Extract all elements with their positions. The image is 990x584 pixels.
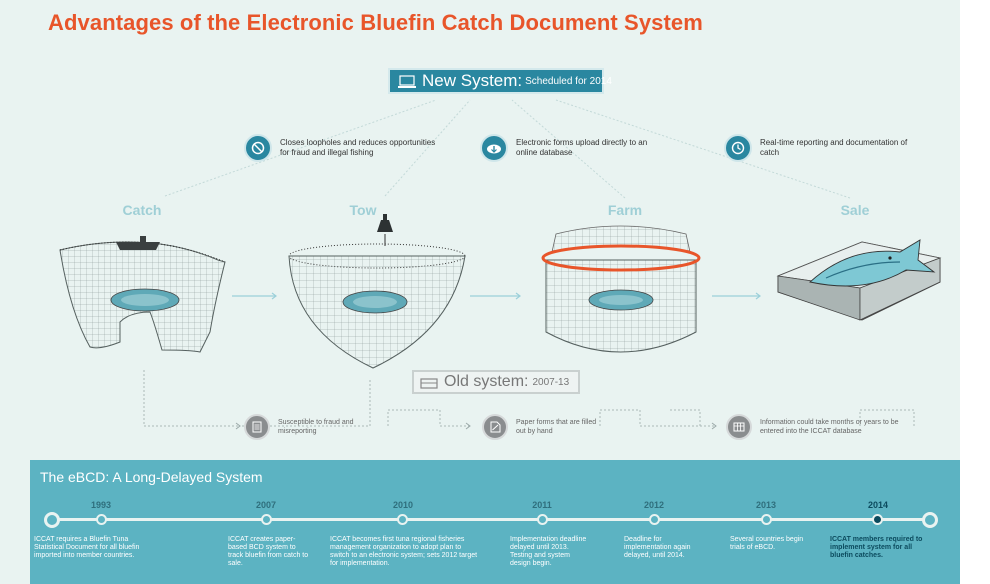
new-feature-text: Real-time reporting and documentation of… [760, 138, 908, 157]
timeline-line [52, 518, 932, 521]
timeline-start-dot [44, 512, 60, 528]
timeline-event-text: ICCAT becomes first tuna regional fisher… [330, 536, 478, 567]
new-system-sub: Scheduled for 2014 [525, 75, 612, 87]
timeline-title: The eBCD: A Long-Delayed System [40, 469, 263, 485]
new-feature-text: Closes loopholes and reduces opportuniti… [280, 138, 436, 157]
farm-pen-illustration [541, 225, 701, 353]
timeline-event-text: ICCAT creates paper-based BCD system to … [228, 536, 309, 567]
timeline-dot [397, 514, 408, 525]
stage-label-catch: Catch [122, 202, 162, 218]
cloud-upload-icon [480, 134, 508, 162]
old-system-box: Old system: 2007-13 [412, 370, 580, 394]
new-feature-3: Real-time reporting and documentation of… [724, 134, 920, 162]
database-icon [726, 414, 752, 440]
clock-icon [724, 134, 752, 162]
old-system-sub: 2007-13 [532, 376, 570, 388]
paper-tray-icon [420, 376, 438, 389]
timeline-dot [261, 514, 272, 525]
timeline-event-text-current: ICCAT members required to implement syst… [830, 536, 923, 559]
timeline-dot [96, 514, 107, 525]
timeline-event-text: Several countries begin trials of eBCD. [730, 536, 804, 551]
old-feature-text: Susceptible to fraud and misreporting [278, 419, 354, 435]
timeline-year: 2013 [755, 500, 777, 510]
timeline-event-text: ICCAT requires a Bluefin Tuna Statistica… [34, 536, 140, 559]
no-entry-icon [244, 134, 272, 162]
paper-form-icon [482, 414, 508, 440]
old-feature-1: Susceptible to fraud and misreporting [244, 414, 358, 440]
old-feature-text: Information could take months or years t… [760, 419, 899, 435]
stage-label-tow: Tow [349, 202, 377, 218]
connector-lines [143, 99, 915, 430]
document-icon [244, 414, 270, 440]
stage-label-farm: Farm [607, 202, 643, 218]
stage-label-sale: Sale [840, 202, 870, 218]
new-system-box: New System: Scheduled for 2014 [388, 68, 612, 94]
old-system-label: Old system: [444, 373, 529, 390]
timeline-dot [537, 514, 548, 525]
timeline-year: 2012 [643, 500, 665, 510]
old-feature-2: Paper forms that are filled out by hand [482, 414, 606, 440]
new-system-label: New System: [422, 71, 523, 90]
timeline-year-current: 2014 [867, 500, 889, 510]
timeline-event-text: Deadline for implementation again delaye… [624, 536, 691, 559]
timeline-section: The eBCD: A Long-Delayed System 1993 ICC… [30, 460, 960, 584]
tow-net-illustration [288, 214, 466, 369]
timeline-dot-current [872, 514, 883, 525]
timeline-year: 2010 [392, 500, 414, 510]
timeline-dot [649, 514, 660, 525]
old-feature-3: Information could take months or years t… [726, 414, 900, 440]
timeline-event-text: Implementation deadline delayed until 20… [510, 536, 587, 567]
new-feature-1: Closes loopholes and reduces opportuniti… [244, 134, 440, 162]
new-feature-text: Electronic forms upload directly to an o… [516, 138, 648, 157]
laptop-icon [398, 75, 416, 88]
page-title: Advantages of the Electronic Bluefin Cat… [48, 10, 703, 35]
timeline-year: 2007 [255, 500, 277, 510]
timeline-end-dot [922, 512, 938, 528]
catch-net-illustration [59, 236, 226, 353]
timeline-year: 2011 [532, 500, 552, 510]
new-feature-2: Electronic forms upload directly to an o… [480, 134, 666, 162]
old-feature-text: Paper forms that are filled out by hand [516, 419, 597, 435]
timeline-dot [761, 514, 772, 525]
sale-fish-illustration [776, 239, 942, 321]
infographic-canvas: Advantages of the Electronic Bluefin Cat… [0, 0, 960, 584]
timeline-year: 1993 [90, 500, 112, 510]
